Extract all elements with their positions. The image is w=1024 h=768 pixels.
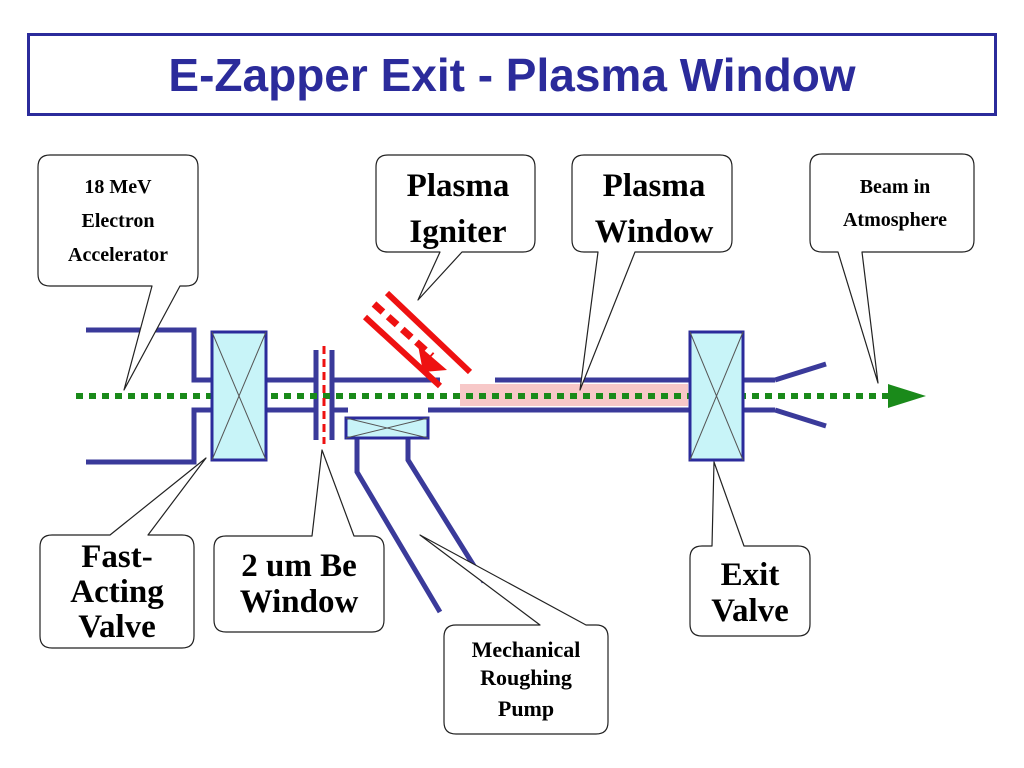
label-accelerator-line1: 18 MeV (84, 176, 152, 198)
label-be-line1: 2 um Be (241, 548, 357, 584)
callout-exit-valve (689, 461, 811, 637)
label-accelerator: 18 MeV Electron Accelerator (68, 176, 168, 266)
callout-fast-valve (39, 457, 207, 649)
label-be-window: 2 um Be Window (240, 548, 359, 620)
label-beam-line1: Beam in (860, 176, 931, 198)
label-beam-line2: Atmosphere (843, 209, 947, 231)
label-exit-line2: Valve (711, 593, 789, 629)
label-pump-line3: Pump (498, 696, 554, 721)
callout-beam-atmosphere (809, 153, 975, 384)
label-igniter-line2: Igniter (409, 214, 506, 250)
pump-pipe (354, 438, 487, 614)
label-pump-line1: Mechanical (472, 637, 581, 662)
label-mechanical-pump: Mechanical Roughing Pump (472, 637, 581, 721)
label-beam-atmosphere: Beam in Atmosphere (843, 176, 947, 231)
label-plasma-igniter: Plasma Igniter (407, 168, 510, 250)
label-be-line2: Window (240, 584, 359, 620)
label-pump-line2: Roughing (480, 665, 572, 690)
title-box: E-Zapper Exit - Plasma Window (27, 33, 997, 116)
label-fast-line1: Fast- (81, 539, 152, 575)
callout-plasma-window (571, 154, 733, 391)
page-title: E-Zapper Exit - Plasma Window (168, 48, 856, 101)
label-window-line1: Plasma (603, 168, 706, 204)
label-accelerator-line2: Electron (82, 210, 155, 232)
exit-valve (688, 330, 745, 462)
plasma-igniter (362, 290, 473, 389)
pump-valve (344, 416, 430, 440)
beam-arrowhead-icon (888, 384, 926, 408)
callout-plasma-igniter (375, 154, 536, 301)
callout-be-window (213, 449, 385, 633)
label-igniter-line1: Plasma (407, 168, 510, 204)
label-fast-line2: Acting (70, 574, 164, 610)
callout-mechanical-pump (419, 534, 609, 735)
label-exit-valve: Exit Valve (711, 557, 789, 629)
label-exit-line1: Exit (721, 557, 780, 593)
callout-accelerator (37, 154, 199, 391)
label-accelerator-line3: Accelerator (68, 244, 168, 266)
label-fast-valve: Fast- Acting Valve (70, 539, 164, 645)
label-fast-line3: Valve (78, 609, 156, 645)
fast-acting-valve (210, 330, 268, 462)
label-plasma-window: Plasma Window (595, 168, 714, 250)
igniter-arrowhead-icon (418, 345, 447, 372)
label-window-line2: Window (595, 214, 714, 250)
